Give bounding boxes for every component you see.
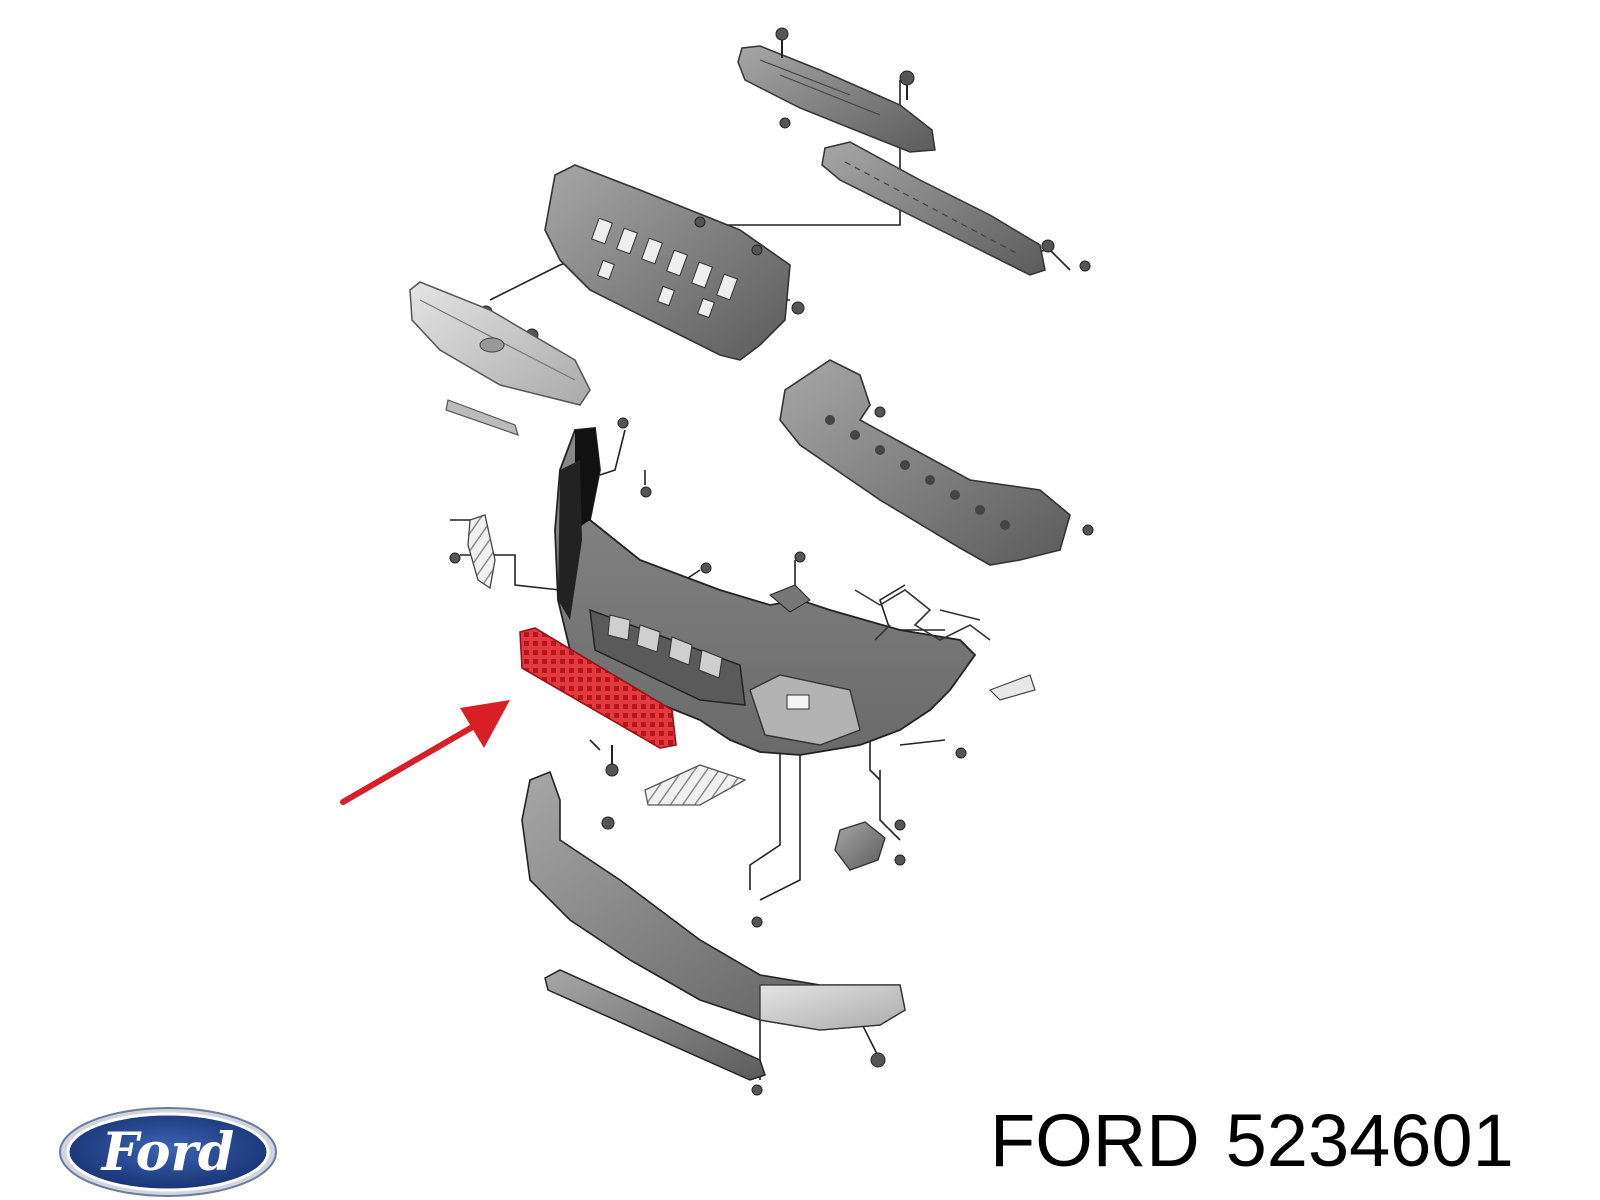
upper-absorber-bracket [737, 27, 936, 153]
bumper-cover [554, 417, 977, 759]
bumper-beam [779, 359, 1094, 566]
skid-plate [544, 916, 766, 1096]
part-maker: FORD [990, 1099, 1200, 1182]
fog-lamp-grille [644, 764, 906, 871]
lower-spoiler [521, 770, 906, 1068]
upper-grille [409, 281, 591, 436]
side-bracket [449, 514, 496, 590]
tow-eye-cover [988, 674, 1036, 701]
part-number: 5234601 [1225, 1099, 1514, 1182]
absorber-strip [821, 141, 1091, 276]
license-plate-bracket-highlighted [519, 627, 677, 777]
harness [854, 589, 991, 641]
ford-logo: Ford [59, 1107, 277, 1197]
pointer-arrow [340, 700, 510, 805]
ford-logo-text: Ford [100, 1122, 235, 1183]
grille-carrier [479, 164, 805, 361]
part-label: FORD 5234601 [990, 1096, 1590, 1186]
